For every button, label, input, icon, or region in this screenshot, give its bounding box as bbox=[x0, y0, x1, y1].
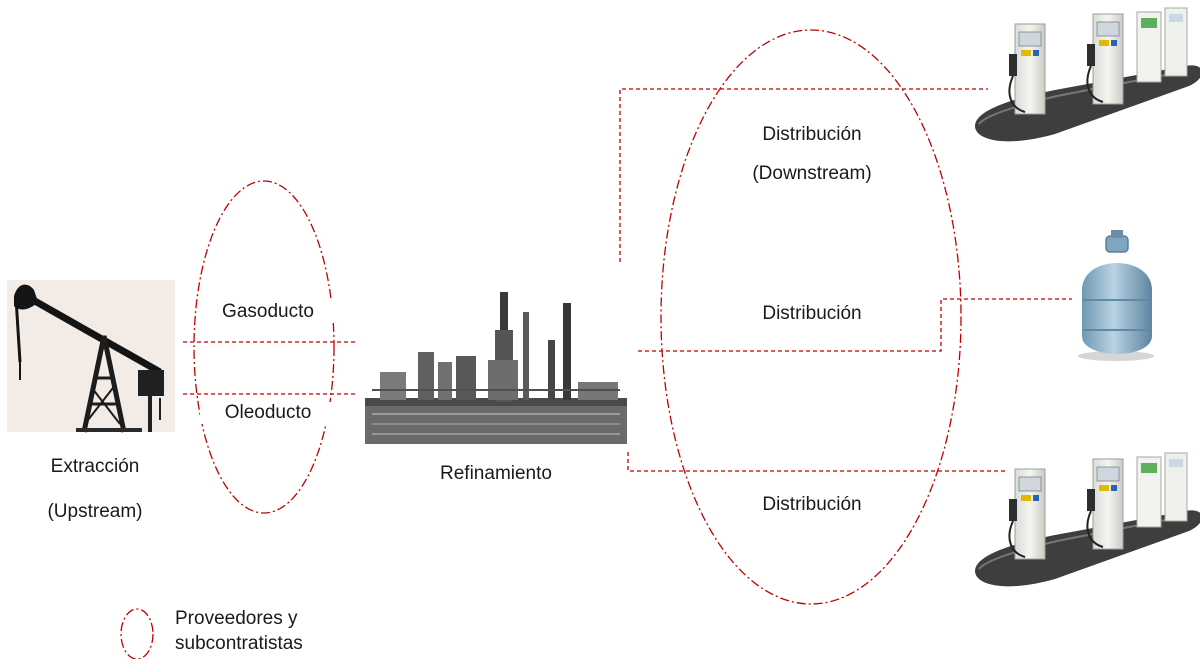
oil-pipeline-label: Oleoducto bbox=[200, 402, 336, 424]
extraction-label: Extracción bbox=[50, 456, 140, 477]
distribution-bottom-label: Distribución bbox=[762, 494, 862, 515]
connector-to-station-top bbox=[619, 88, 988, 262]
distribution-middle-label: Distribución bbox=[762, 303, 862, 324]
distribution-downstream-label: Distribución bbox=[762, 124, 862, 145]
legend-ellipse bbox=[120, 608, 154, 659]
extraction-sublabel: (Upstream) bbox=[47, 501, 143, 522]
connector-lines bbox=[183, 88, 1072, 472]
pipeline-supplier-ellipse bbox=[193, 180, 335, 514]
refinery-icon bbox=[365, 278, 627, 444]
fuel-station-icon bbox=[975, 453, 1200, 586]
gas-cylinder-icon bbox=[1078, 230, 1154, 361]
distribution-downstream-sublabel: (Downstream) bbox=[752, 163, 872, 184]
oil-pumpjack-icon bbox=[7, 280, 175, 433]
refining-label: Refinamiento bbox=[440, 463, 552, 484]
supplier-ellipses bbox=[120, 29, 962, 659]
distribution-supplier-ellipse bbox=[660, 29, 962, 605]
connector-to-station-bottom bbox=[627, 452, 1005, 472]
legend-sublabel: subcontratistas bbox=[175, 633, 303, 654]
gas-pipeline-label: Gasoducto bbox=[200, 301, 336, 323]
fuel-station-icon bbox=[975, 8, 1200, 141]
connector-to-cylinder bbox=[638, 298, 1072, 352]
legend-label: Proveedores y bbox=[175, 608, 298, 629]
